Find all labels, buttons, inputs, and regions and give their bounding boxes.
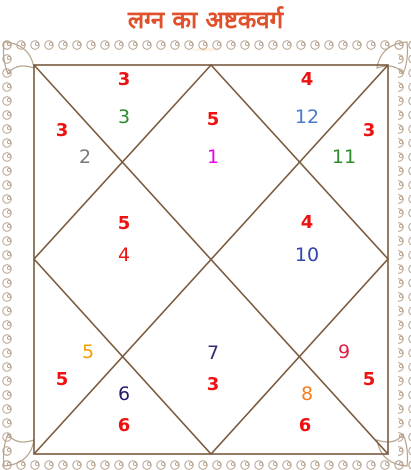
house-score-2: 3 <box>47 120 77 142</box>
house-score-4: 5 <box>109 213 139 235</box>
house-number-12: 12 <box>292 106 322 128</box>
house-score-3: 3 <box>109 69 139 91</box>
house-score-6: 6 <box>109 415 139 437</box>
house-score-5: 5 <box>47 369 77 391</box>
house-score-1: 5 <box>198 109 228 131</box>
house-number-1: 1 <box>198 146 228 168</box>
house-number-7: 7 <box>198 342 228 364</box>
house-number-3: 3 <box>109 106 139 128</box>
house-score-9: 5 <box>354 369 384 391</box>
house-score-11: 3 <box>354 120 384 142</box>
house-number-11: 11 <box>329 146 359 168</box>
chart-title: लग्न का अष्टकवर्ग <box>0 0 411 40</box>
house-number-2: 2 <box>70 146 100 168</box>
house-score-12: 4 <box>292 69 322 91</box>
house-number-5: 5 <box>73 341 103 363</box>
house-number-9: 9 <box>329 341 359 363</box>
house-number-6: 6 <box>109 383 139 405</box>
house-number-10: 10 <box>292 244 322 266</box>
house-number-4: 4 <box>109 244 139 266</box>
house-number-8: 8 <box>292 383 322 405</box>
house-score-10: 4 <box>292 212 322 234</box>
house-score-7: 3 <box>198 374 228 396</box>
north-indian-chart <box>0 38 411 470</box>
house-score-8: 6 <box>290 415 320 437</box>
